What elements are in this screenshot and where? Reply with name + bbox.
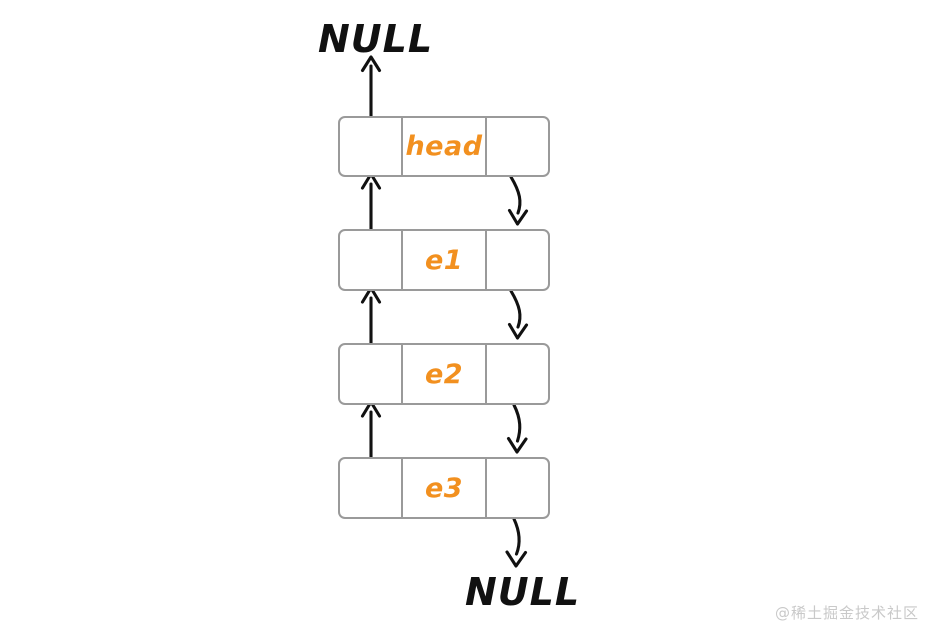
list-node-e1[interactable]: e1 [338,229,550,291]
watermark-label: @稀土掘金技术社区 [774,604,919,622]
null-label-bottom: NULL [465,570,581,614]
node-head-value-cell[interactable]: head [401,118,487,175]
node-e1-next-cell[interactable] [487,231,548,289]
list-node-head[interactable]: head [338,116,550,177]
node-e2-next-cell[interactable] [487,345,548,403]
node-head-next-cell[interactable] [487,118,548,175]
node-e3-prev-cell[interactable] [340,459,401,517]
arrow-e2-prev-to-e1 [360,286,382,345]
node-e3-value-label: e3 [424,472,464,504]
arrow-head-next-to-e1 [507,175,529,226]
arrow-head-prev-to-null [360,55,382,118]
arrow-e1-next-to-e2 [507,289,529,340]
null-label-top: NULL [318,17,434,61]
node-head-value-label: head [405,131,483,162]
node-e1-value-cell[interactable]: e1 [401,231,487,289]
arrow-e2-next-to-e3 [506,403,528,454]
list-node-e2[interactable]: e2 [338,343,550,405]
node-head-prev-cell[interactable] [340,118,401,175]
node-e2-value-label: e2 [424,358,464,390]
arrow-e3-next-to-null [505,517,528,568]
arrow-e1-prev-to-head [360,172,382,231]
arrow-e3-prev-to-e2 [360,400,382,459]
node-e1-value-label: e1 [424,244,464,276]
node-e3-next-cell[interactable] [487,459,548,517]
list-node-e3[interactable]: e3 [338,457,550,519]
node-e1-prev-cell[interactable] [340,231,401,289]
node-e3-value-cell[interactable]: e3 [401,459,487,517]
node-e2-value-cell[interactable]: e2 [401,345,487,403]
node-e2-prev-cell[interactable] [340,345,401,403]
